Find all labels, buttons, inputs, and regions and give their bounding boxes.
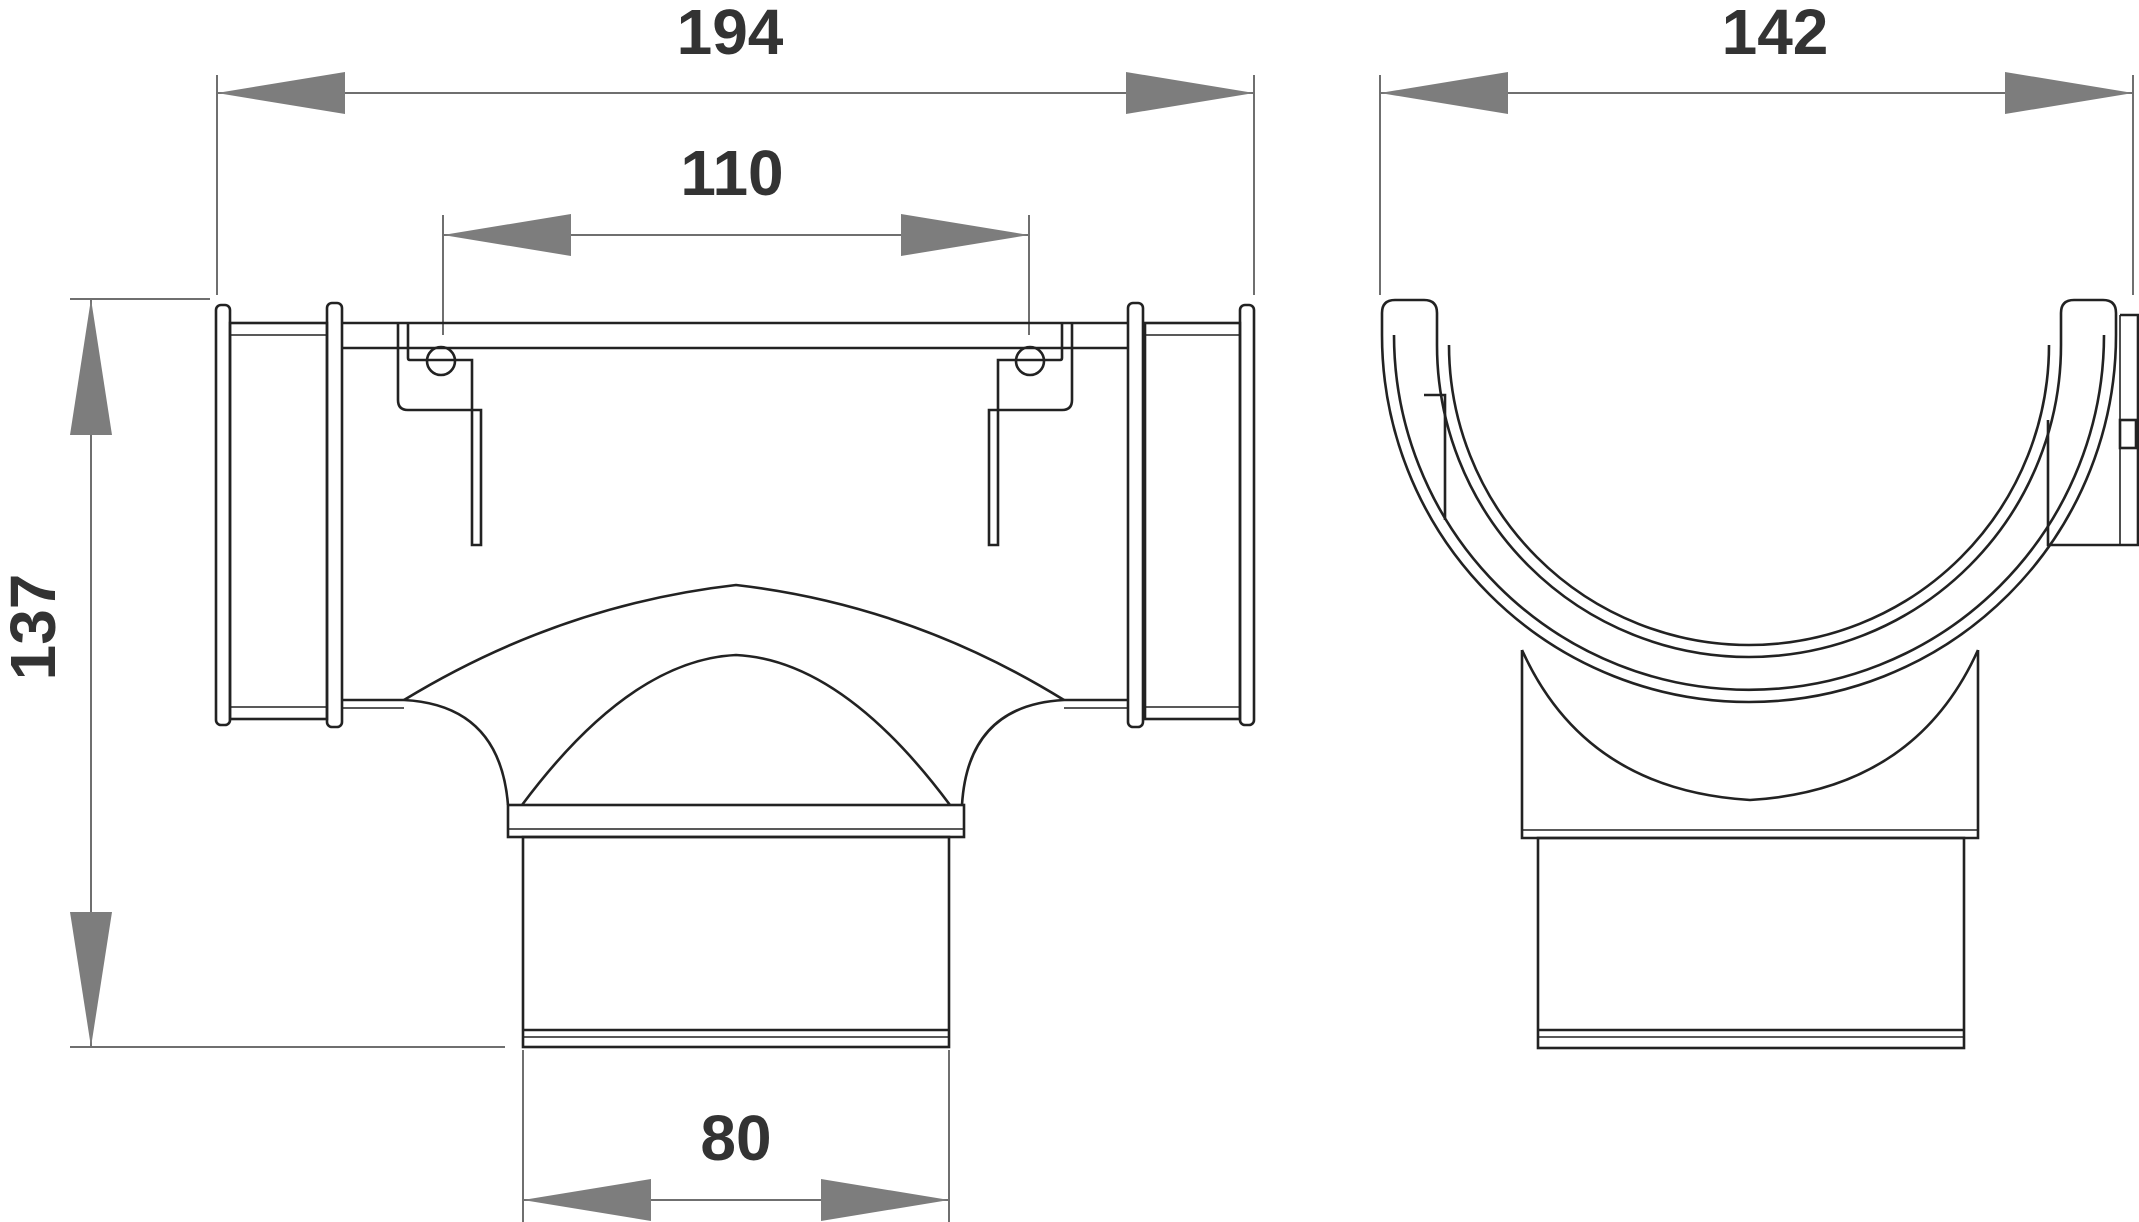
- gutter-outer-arc: [1380, 313, 2118, 704]
- dimension-arrows: [70, 72, 2133, 1221]
- arrow-right-icon: [821, 1179, 949, 1221]
- side-outlet-pipe: [1536, 836, 1966, 1050]
- gutter-inner-arc: [1435, 344, 2063, 659]
- gutter-outer-arc-2: [1392, 334, 2106, 692]
- outlet-pipe: [521, 835, 951, 1049]
- dim-side-width: 142: [1722, 0, 1829, 68]
- front-view: [214, 301, 1256, 1049]
- side-clip-bracket: [2046, 313, 2139, 547]
- right-end-flange: [1238, 303, 1256, 727]
- left-clip-bracket: [396, 323, 483, 547]
- left-end-flange-inner: [228, 321, 329, 721]
- arrow-left-icon: [1380, 72, 1508, 114]
- arrow-right-icon: [901, 214, 1029, 256]
- outlet-saddle-outer: [403, 583, 1065, 702]
- right-clip-bracket: [987, 323, 1074, 547]
- side-left-bracket: [1424, 393, 1447, 520]
- dim-outlet-width: 80: [700, 1102, 771, 1174]
- arrow-left-icon: [217, 72, 345, 114]
- gutter-left-bead: [1380, 298, 1439, 345]
- left-collar: [325, 301, 344, 729]
- right-collar: [1126, 301, 1145, 729]
- arrow-up-icon: [70, 299, 112, 435]
- arrow-right-icon: [2005, 72, 2133, 114]
- arrow-left-icon: [523, 1179, 651, 1221]
- gutter-inner-arc-2: [1447, 344, 2051, 647]
- arrow-right-icon: [1126, 72, 1254, 114]
- outlet-saddle-left-shoulder: [403, 698, 510, 806]
- right-end-flange-inner: [1143, 321, 1242, 721]
- left-clip-hole: [425, 345, 457, 377]
- dim-spigot-spacing: 110: [680, 137, 783, 209]
- outlet-collar: [506, 803, 966, 839]
- outlet-saddle-right-shoulder: [960, 698, 1065, 806]
- dim-height: 137: [0, 574, 69, 681]
- right-clip-hole: [1014, 345, 1046, 377]
- side-saddle-curve: [1520, 649, 1980, 802]
- outlet-saddle-inner: [520, 653, 952, 806]
- arrow-down-icon: [70, 912, 112, 1047]
- side-view: [1380, 298, 2139, 1050]
- gutter-right-bead: [2059, 298, 2118, 345]
- arrow-left-icon: [443, 214, 571, 256]
- side-clip-tab: [2118, 418, 2138, 450]
- left-end-flange: [214, 303, 232, 727]
- dim-front-width: 194: [677, 0, 784, 68]
